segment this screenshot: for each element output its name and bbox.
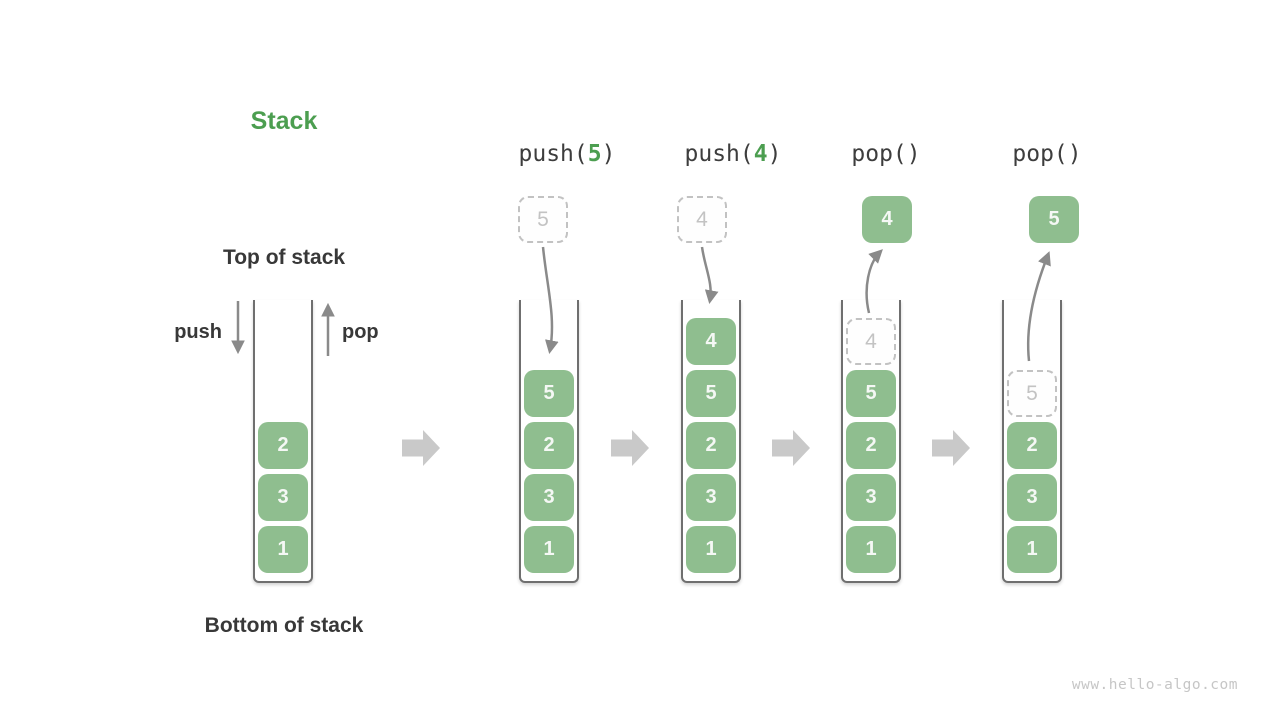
stack-element-ghost: 4: [846, 318, 896, 365]
operation-label-push: push(4): [685, 141, 782, 167]
stack-element: 5: [524, 370, 574, 417]
operation-label-pop: pop(): [851, 141, 920, 167]
stack-element-ghost: 4: [677, 196, 727, 243]
next-state-arrow-icon: [932, 430, 970, 466]
stack-element: 1: [846, 526, 896, 573]
operation-label-suffix: ): [906, 141, 921, 167]
stack-element-ghost: 5: [518, 196, 568, 243]
push-operation-label: push: [174, 321, 222, 343]
top-of-stack-label: Top of stack: [222, 246, 346, 269]
diagram-title: Stack: [250, 107, 318, 135]
operation-label-push: push(5): [519, 141, 616, 167]
stack-element: 3: [846, 474, 896, 521]
stack-element: 4: [686, 318, 736, 365]
operation-label-prefix: pop(: [851, 141, 907, 167]
stack-element: 2: [258, 422, 308, 469]
stack-element: 3: [524, 474, 574, 521]
operation-label-suffix: ): [767, 141, 782, 167]
stack-element: 5: [686, 370, 736, 417]
stack-element: 3: [258, 474, 308, 521]
operation-label-prefix: push(: [518, 141, 588, 167]
stack-element: 1: [1007, 526, 1057, 573]
operation-label-suffix: ): [601, 141, 616, 167]
stack-element: 5: [846, 370, 896, 417]
bottom-of-stack-label: Bottom of stack: [204, 614, 364, 637]
stack-element: 2: [524, 422, 574, 469]
operation-label-argument: 4: [753, 141, 768, 167]
next-state-arrow-icon: [402, 430, 440, 466]
stack-element: 1: [258, 526, 308, 573]
next-state-arrow-icon: [772, 430, 810, 466]
stack-element: 1: [524, 526, 574, 573]
stack-element: 2: [1007, 422, 1057, 469]
operation-label-argument: 5: [587, 141, 602, 167]
next-state-arrow-icon: [611, 430, 649, 466]
stack-element: 4: [862, 196, 912, 243]
operation-label-prefix: push(: [684, 141, 754, 167]
stack-element: 1: [686, 526, 736, 573]
push-4-into-stack-arrow-icon: [700, 246, 719, 305]
stack-element: 2: [846, 422, 896, 469]
stack-element: 3: [686, 474, 736, 521]
stack-element-ghost: 5: [1007, 370, 1057, 417]
operation-label-prefix: pop(: [1012, 141, 1068, 167]
watermark: www.hello-algo.com: [1071, 677, 1238, 693]
stack-element: 5: [1029, 196, 1079, 243]
stack-element: 3: [1007, 474, 1057, 521]
stack-element: 2: [686, 422, 736, 469]
pop-operation-label: pop: [342, 321, 379, 343]
operation-label-suffix: ): [1067, 141, 1082, 167]
operation-label-pop: pop(): [1012, 141, 1081, 167]
